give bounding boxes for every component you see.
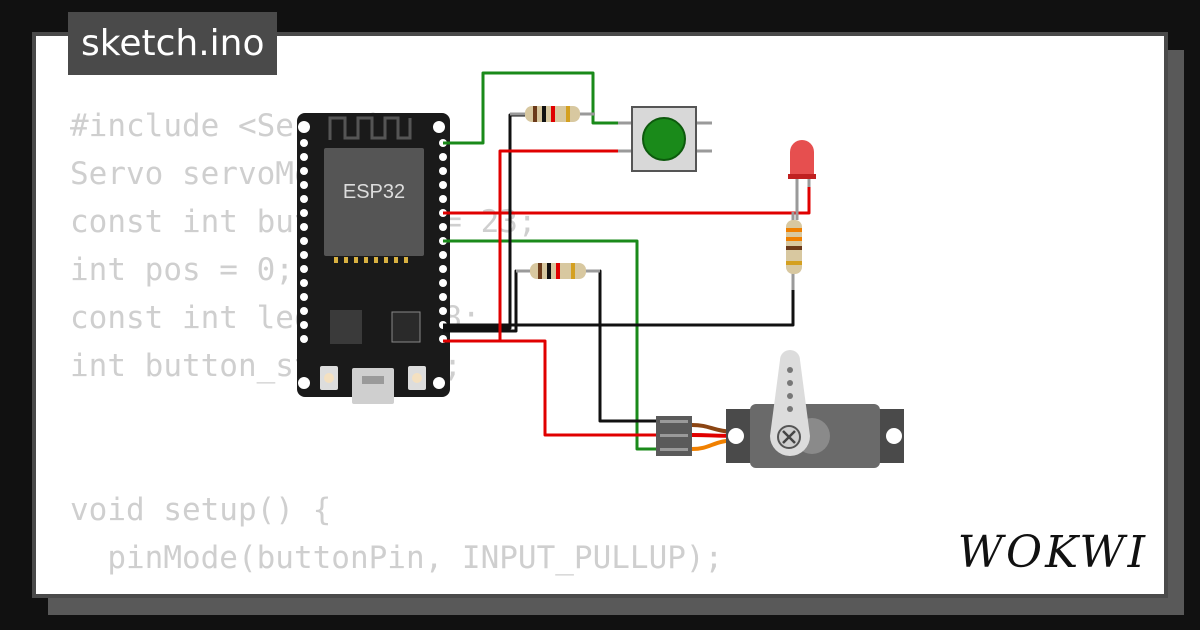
code-line: void setup() {: [70, 492, 332, 528]
code-line: pinMode(buttonPin, INPUT_PULLUP);: [70, 540, 724, 576]
code-line: int pos = 0;: [70, 252, 294, 288]
usb-port: [352, 368, 394, 404]
module-pins: [334, 257, 408, 263]
boot-button-cap: [412, 373, 422, 383]
wokwi-logo: WOKWI: [957, 527, 1148, 578]
esp32-module: [324, 148, 424, 256]
wire-black-resistor-top[interactable]: [443, 113, 525, 330]
wire-red-button[interactable]: [443, 149, 633, 343]
usb-slot: [362, 376, 384, 384]
antenna-trace: [328, 116, 412, 140]
led-red[interactable]: [788, 140, 816, 220]
wire-black-led-gnd[interactable]: [443, 285, 795, 327]
resistor-button[interactable]: [510, 106, 595, 122]
resistor-led[interactable]: [786, 212, 802, 290]
esp32-board[interactable]: ESP32: [297, 113, 450, 404]
wire-black-resistor-low[interactable]: [443, 269, 528, 333]
pushbutton[interactable]: [618, 106, 712, 172]
servo-motor[interactable]: [656, 350, 904, 468]
wire-black-servo-gnd[interactable]: [586, 269, 658, 423]
left-pin-header: [298, 121, 310, 389]
button-cap[interactable]: [642, 117, 686, 161]
resistor-servo[interactable]: [516, 263, 600, 279]
regulator-chip: [330, 310, 362, 344]
en-button-cap: [324, 373, 334, 383]
file-name-tab[interactable]: sketch.ino: [68, 12, 278, 75]
usb-chip: [391, 311, 421, 343]
wire-red-servo[interactable]: [443, 339, 658, 437]
wire-green-button[interactable]: [443, 71, 633, 145]
wire-red-led[interactable]: [443, 187, 811, 215]
wire-green-servo[interactable]: [443, 239, 658, 451]
esp32-label: ESP32: [343, 181, 405, 203]
right-pin-header: [433, 121, 447, 389]
wires: [443, 71, 811, 451]
